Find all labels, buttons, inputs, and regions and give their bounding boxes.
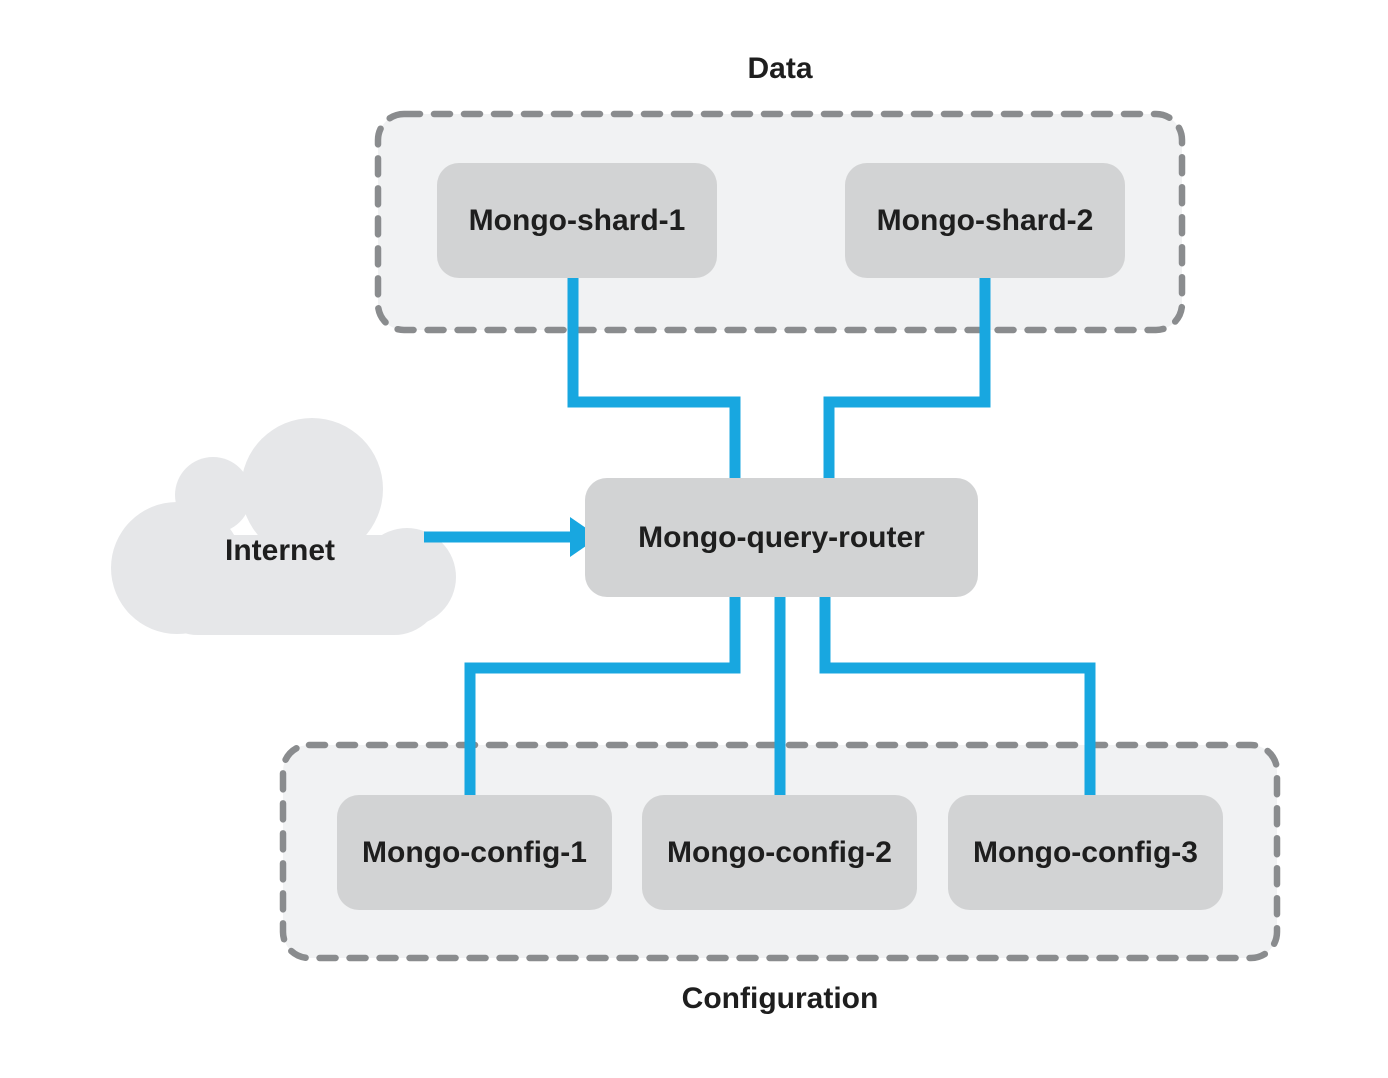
node-mongo-shard-1: Mongo-shard-1 — [437, 163, 717, 278]
node-mongo-config-1-label: Mongo-config-1 — [362, 835, 587, 869]
internet-label: Internet — [224, 534, 335, 567]
node-mongo-shard-1-label: Mongo-shard-1 — [468, 203, 686, 237]
edge-router-to-config3 — [819, 588, 1096, 802]
node-mongo-config-3-label: Mongo-config-3 — [973, 835, 1198, 869]
node-mongo-config-3: Mongo-config-3 — [948, 795, 1223, 910]
node-mongo-config-1: Mongo-config-1 — [337, 795, 612, 910]
edge-shard2-to-router — [823, 268, 991, 487]
node-mongo-query-router-label: Mongo-query-router — [638, 520, 925, 554]
node-mongo-shard-2-label: Mongo-shard-2 — [876, 203, 1094, 237]
edge-internet-to-router-arrow — [424, 517, 599, 557]
configuration-group-label: Configuration — [681, 982, 879, 1015]
edge-router-to-config1 — [464, 588, 741, 802]
data-group-label: Data — [747, 52, 813, 85]
node-mongo-config-2-label: Mongo-config-2 — [667, 835, 892, 869]
node-mongo-shard-2: Mongo-shard-2 — [845, 163, 1125, 278]
node-mongo-query-router: Mongo-query-router — [585, 478, 978, 597]
internet-cloud-icon — [111, 418, 456, 635]
edge-shard1-to-router — [567, 268, 741, 487]
node-mongo-config-2: Mongo-config-2 — [642, 795, 917, 910]
